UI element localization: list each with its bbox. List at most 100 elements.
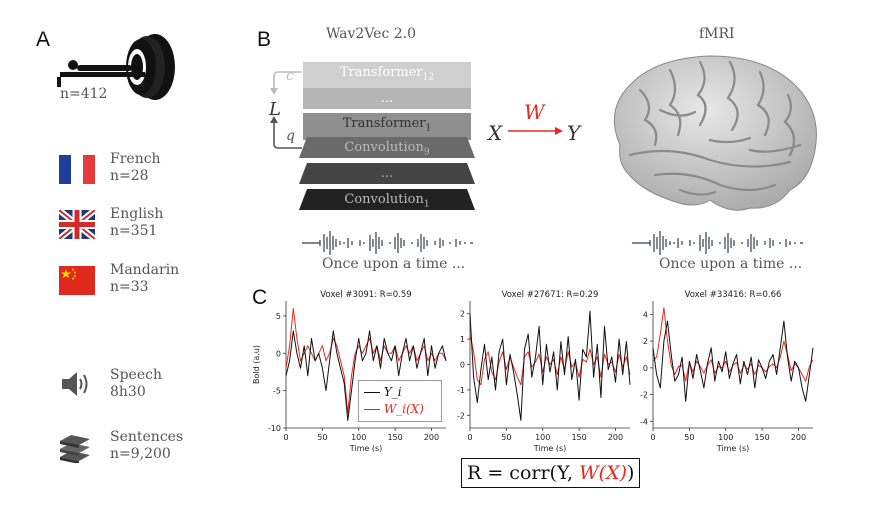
panel-label-b: B [257, 28, 272, 51]
series-line [652, 307, 814, 382]
language-french: French n=28 [110, 151, 161, 185]
stimulus-caption-left: Once upon a time ... [322, 256, 466, 272]
x-axis-label: Time (s) [533, 444, 567, 453]
x-tick-label: 50 [684, 433, 694, 442]
x-tick-label: 150 [754, 433, 769, 442]
stimulus-speech: Speech 8h30 [110, 367, 162, 401]
layer-index: 1 [425, 123, 432, 134]
audio-waveform-icon-right [632, 231, 803, 255]
x-tick-label: 200 [424, 433, 439, 442]
fmri-title: fMRI [699, 26, 735, 42]
model-layer: Transformer12 [303, 62, 471, 89]
x-tick-label: 0 [467, 433, 472, 442]
convolution-trapezoids [299, 137, 475, 210]
loss-label: L [269, 99, 281, 120]
chart-legend: Y_i W_i(X) [358, 380, 442, 422]
model-stack: Transformer12 ... Transformer1 [303, 62, 471, 212]
stimulus-caption-right: Once upon a time ... [659, 256, 803, 272]
layer-label: Transformer [339, 65, 423, 80]
language-english: English n=351 [110, 206, 163, 240]
mapping-x: X [488, 121, 503, 145]
model-layer: Convolution1 [303, 189, 471, 216]
series-line [285, 308, 447, 414]
mapping-y: Y [567, 121, 581, 145]
legend-label: Y_i [383, 385, 402, 399]
language-count: n=351 [110, 223, 158, 239]
model-layer: Convolution9 [303, 137, 471, 164]
stimulus-value: 8h30 [110, 384, 146, 400]
legend-item-w: W_i(X) [364, 402, 424, 416]
x-axis-label: Time (s) [716, 444, 750, 453]
language-count: n=33 [110, 279, 149, 295]
series-line [285, 330, 447, 421]
language-mandarin: Mandarin n=33 [110, 262, 179, 296]
legend-item-y: Y_i [364, 385, 402, 399]
formula-w: W(X) [579, 462, 628, 484]
chart-title: Voxel #33416: R=0.66 [685, 290, 782, 300]
stimulus-name: Sentences [110, 429, 184, 445]
y-tick-label: 5 [276, 312, 281, 321]
france-flag-icon [59, 155, 95, 184]
y-tick-label: 0 [643, 364, 648, 373]
chart-title: Voxel #3091: R=0.59 [320, 290, 411, 300]
mri-scanner-icon [57, 34, 175, 100]
speaker-icon [62, 372, 88, 396]
mapping-arrow [508, 127, 563, 135]
y-tick-label: -10 [268, 424, 281, 433]
x-tick-label: 100 [718, 433, 733, 442]
legend-label: W_i(X) [383, 402, 424, 416]
x-tick-label: 100 [351, 433, 366, 442]
language-name: Mandarin [110, 262, 180, 278]
series-line [469, 310, 631, 421]
x-tick-label: 200 [791, 433, 806, 442]
y-tick-label: -2 [640, 391, 648, 400]
y-tick-label: 0 [276, 349, 281, 358]
y-tick-label: -2 [457, 411, 465, 420]
stimulus-sentences: Sentences n=9,200 [110, 429, 183, 463]
language-count: n=28 [110, 168, 149, 184]
chart-title: Voxel #27671: R=0.29 [502, 290, 599, 300]
x-tick-label: 100 [535, 433, 550, 442]
language-name: French [110, 151, 161, 167]
y-tick-label: 1 [460, 335, 465, 344]
formula-prefix: R = corr(Y, [467, 462, 580, 484]
x-tick-label: 50 [317, 433, 327, 442]
panel-label-a: A [36, 28, 51, 51]
layer-label: Transformer [342, 116, 426, 131]
y-tick-label: 2 [643, 337, 648, 346]
quantized-label: q [286, 128, 295, 144]
x-tick-label: 0 [283, 433, 288, 442]
model-layer: Transformer1 [303, 113, 471, 140]
mapping-w: W [524, 100, 545, 124]
y-tick-label: -1 [457, 386, 465, 395]
formula-suffix: ) [627, 462, 635, 484]
layer-index: 12 [422, 72, 435, 83]
model-layer: ... [303, 88, 471, 109]
layer-label: Convolution [344, 140, 424, 155]
uk-flag-icon [59, 210, 95, 239]
brain-icon [613, 55, 817, 211]
layer-label: Convolution [344, 192, 424, 207]
x-axis-label: Time (s) [349, 444, 383, 453]
y-tick-label: 2 [460, 310, 465, 319]
model-layer: ... [303, 163, 471, 184]
series-line [652, 320, 814, 402]
x-tick-label: 0 [650, 433, 655, 442]
audio-waveform-icon [302, 231, 473, 255]
china-flag-icon [59, 266, 95, 295]
x-tick-label: 150 [571, 433, 586, 442]
stimulus-name: Speech [110, 367, 162, 383]
context-label: c [286, 68, 294, 84]
layer-label: ... [380, 166, 394, 181]
cohort-count: n=412 [60, 86, 108, 102]
language-name: English [110, 206, 164, 222]
x-tick-label: 50 [501, 433, 511, 442]
y-axis-label: Bold (a.u) [252, 345, 261, 384]
y-tick-label: 4 [643, 310, 648, 319]
y-tick-label: 0 [460, 361, 465, 370]
model-title: Wav2Vec 2.0 [326, 26, 417, 42]
layer-label: ... [380, 91, 394, 106]
x-tick-label: 150 [387, 433, 402, 442]
y-tick-label: -4 [640, 417, 648, 426]
